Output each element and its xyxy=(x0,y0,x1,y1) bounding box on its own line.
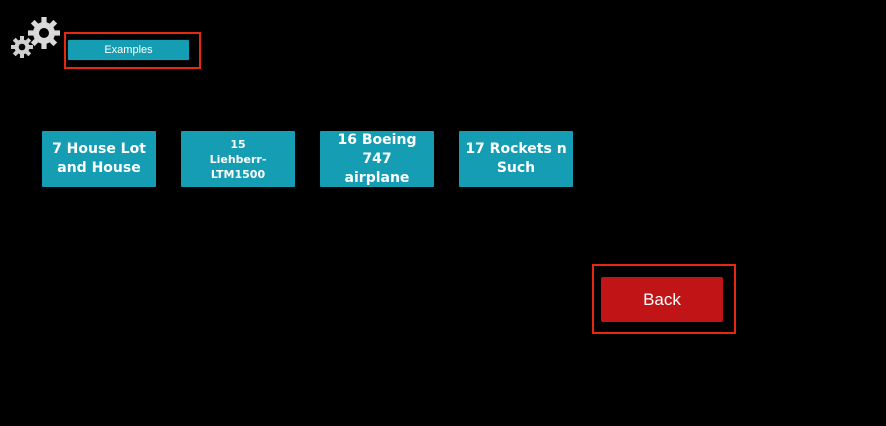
example-tile-label: 16 Boeing 747 airplane xyxy=(322,131,432,188)
example-tile-line2: Such xyxy=(496,160,536,176)
example-tile-label: 15 Liehberr-LTM1500 xyxy=(183,137,293,182)
examples-highlight-frame xyxy=(64,32,201,69)
gears-icon[interactable] xyxy=(10,16,62,62)
back-button[interactable]: Back xyxy=(601,277,723,322)
example-tile-line2: and House xyxy=(57,160,141,176)
example-tile-boeing[interactable]: 16 Boeing 747 airplane xyxy=(320,131,434,187)
example-tile-line1: 7 House Lot xyxy=(52,141,146,157)
example-tile-house-lot[interactable]: 7 House Lot and House xyxy=(42,131,156,187)
example-tile-line1: 15 xyxy=(230,137,246,151)
example-tile-line2: airplane xyxy=(344,169,410,186)
back-highlight-frame xyxy=(592,264,736,334)
example-tile-liehberr[interactable]: 15 Liehberr-LTM1500 xyxy=(181,131,295,187)
example-tile-label: 17 Rockets n Such xyxy=(465,140,566,178)
example-tile-line1: 16 Boeing 747 xyxy=(337,131,417,167)
example-tile-label: 7 House Lot and House xyxy=(52,140,146,178)
example-tile-line1: 17 Rockets n xyxy=(465,141,567,157)
examples-button[interactable]: Examples xyxy=(68,40,189,60)
example-tile-rockets[interactable]: 17 Rockets n Such xyxy=(459,131,573,187)
example-tile-line2: Liehberr-LTM1500 xyxy=(209,152,267,181)
